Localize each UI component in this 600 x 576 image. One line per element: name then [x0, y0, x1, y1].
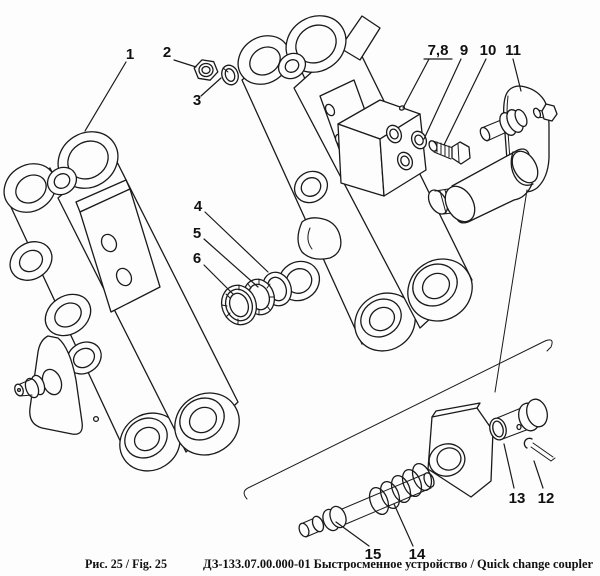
left-frame-weldment [3, 131, 240, 472]
figure-caption: ДЗ-133.07.00.000-01 Быстросменное устрой… [203, 557, 593, 571]
mounting-block [337, 99, 428, 197]
spring-lock-washer [221, 64, 239, 86]
callout-1: 1 [126, 46, 134, 63]
callout-14: 14 [409, 546, 426, 563]
left-frame-gusset [14, 335, 83, 435]
wedge-block [427, 402, 494, 498]
bracket-bolt [532, 103, 558, 122]
cotter-pin [523, 437, 556, 462]
callout-9: 9 [460, 42, 468, 59]
caption-row: Рис. 25 / Fig. 25 ДЗ-133.07.00.000-01 Бы… [85, 557, 593, 571]
bolt [428, 140, 471, 165]
callout-15: 15 [365, 546, 382, 563]
locator-lines [243, 189, 553, 500]
leader-lines [84, 58, 544, 547]
callout-3: 3 [193, 92, 201, 109]
bushing [489, 398, 548, 441]
callout-4: 4 [194, 198, 203, 215]
callout-11: 11 [505, 42, 521, 59]
castellated-nut [220, 284, 258, 326]
figure-number-label: Рис. 25 / Fig. 25 [85, 557, 167, 571]
callout-5: 5 [193, 225, 201, 242]
callout-labels: 1 2 3 4 5 6 7,8 9 10 11 12 13 14 15 [126, 42, 555, 563]
callout-12: 12 [538, 490, 555, 507]
callout-2: 2 [163, 44, 171, 61]
spring [368, 462, 433, 516]
callout-13: 13 [509, 490, 526, 507]
hex-nut [193, 59, 219, 81]
callout-10: 10 [480, 42, 497, 59]
callout-7-8: 7,8 [428, 42, 449, 59]
bracket-pin [479, 108, 528, 142]
callout-6: 6 [193, 250, 201, 267]
lock-pin-cylinder [427, 148, 539, 224]
